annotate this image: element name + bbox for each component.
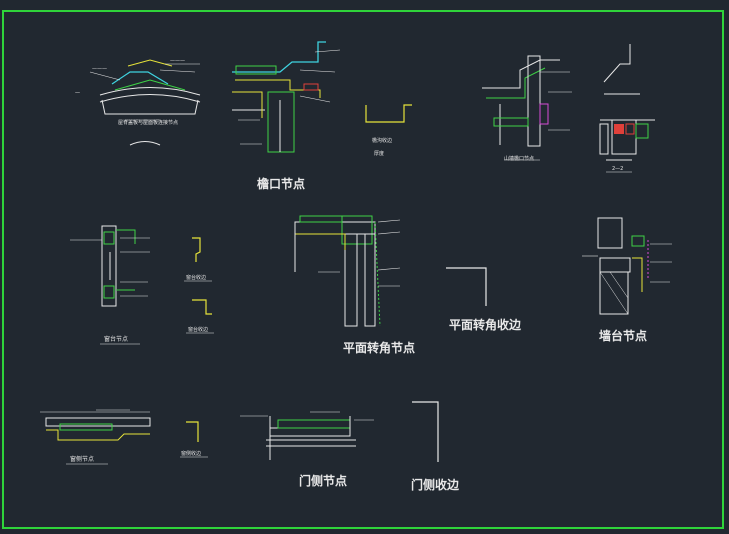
title-window-side: 窗侧节点 <box>70 455 94 463</box>
door-side-trim-profile <box>412 401 439 462</box>
flat-corner-detail <box>294 215 401 327</box>
drawing-label: 窗台收边 <box>188 326 208 333</box>
ridge-detail: 屋脊盖板与屋面板连接节点 ——— ——— 一 <box>75 58 201 146</box>
flat-corner-trim-profile <box>446 267 487 306</box>
drawing-frame <box>2 10 724 529</box>
door-side-detail <box>240 411 374 460</box>
title-flat-corner-trim: 平面转角收边 <box>449 317 522 332</box>
drawing-label: 厚度 <box>374 150 384 157</box>
title-section: 2—2 <box>612 166 623 172</box>
window-side-detail <box>40 409 151 441</box>
title-flat-corner: 平面转角节点 <box>343 340 415 355</box>
title-gable-eave: 山墙檐口节点 <box>504 155 534 162</box>
wall-top-detail <box>582 217 672 315</box>
drawing-label: 窗台收边 <box>186 274 206 281</box>
drawing-label: 一 <box>75 91 80 97</box>
drawing-label: 窗侧收边 <box>181 450 201 457</box>
title-door-side: 门侧节点 <box>299 473 347 488</box>
title-eave: 檐口节点 <box>257 176 305 191</box>
section-2-2 <box>599 44 655 161</box>
title-wall-top: 墙台节点 <box>599 328 647 343</box>
sill-trim-profile-1 <box>192 237 201 262</box>
eave-detail <box>232 41 341 153</box>
title-door-side-trim: 门侧收边 <box>411 477 460 492</box>
sill-trim-profile-2 <box>192 299 212 315</box>
drawing-label: 檐沟收边 <box>372 137 392 144</box>
gable-eave-detail <box>482 55 572 161</box>
drawing-label: ——— <box>92 66 107 72</box>
window-sill-detail <box>70 225 150 307</box>
window-side-trim-profile <box>186 421 199 442</box>
gutter-profile: 檐沟收边 厚度 <box>365 104 412 157</box>
title-window-sill: 窗台节点 <box>104 335 128 343</box>
ridge-note: 屋脊盖板与屋面板连接节点 <box>118 119 178 126</box>
drawing-label: ——— <box>170 58 185 64</box>
